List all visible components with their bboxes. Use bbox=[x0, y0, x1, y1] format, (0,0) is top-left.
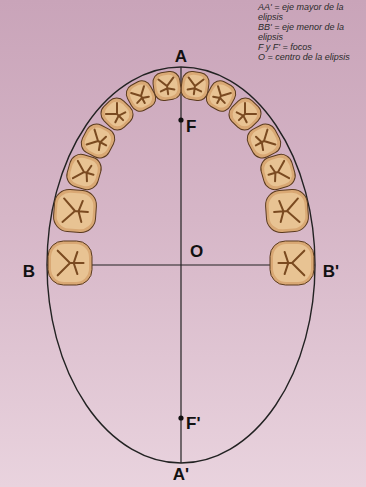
tooth-surface bbox=[82, 124, 115, 157]
tooth bbox=[265, 189, 310, 234]
point-letter: B bbox=[23, 263, 35, 281]
tooth-surface bbox=[229, 98, 261, 130]
tooth-surface bbox=[51, 244, 89, 282]
note-text: F y F' = focos bbox=[258, 42, 364, 52]
tooth-crown bbox=[265, 189, 310, 234]
tooth-groove bbox=[73, 161, 96, 183]
tooth-groove bbox=[58, 251, 84, 276]
tooth-surface bbox=[273, 244, 311, 282]
ellipse-outline bbox=[47, 67, 315, 463]
tooth-surface bbox=[56, 192, 94, 230]
tooth-groove bbox=[252, 130, 275, 153]
point-letter: F' bbox=[186, 415, 200, 433]
tooth bbox=[180, 70, 211, 101]
tooth-surface bbox=[248, 124, 281, 157]
tooth-surface bbox=[207, 82, 235, 111]
tooth-groove bbox=[131, 86, 151, 106]
tooth-surface bbox=[155, 74, 179, 99]
tooth-groove bbox=[106, 103, 129, 126]
notes-block: AA' = eje mayor de la elipsisBB' = eje m… bbox=[258, 2, 364, 62]
tooth-groove bbox=[233, 103, 256, 126]
tooth-groove bbox=[158, 77, 175, 95]
tooth bbox=[64, 152, 104, 193]
focus-dot bbox=[178, 117, 183, 122]
tooth bbox=[152, 70, 183, 101]
note-text: O = centro de la elipsis bbox=[258, 52, 364, 62]
tooth bbox=[48, 241, 92, 285]
tooth-surface bbox=[268, 192, 306, 230]
tooth-crown bbox=[64, 152, 104, 193]
tooth-crown bbox=[152, 70, 183, 101]
tooth-groove bbox=[87, 130, 110, 153]
tooth-crown bbox=[270, 241, 314, 285]
tooth-surface bbox=[262, 155, 294, 188]
tooth-surface bbox=[101, 98, 133, 130]
tooth bbox=[53, 189, 98, 234]
teeth-group bbox=[48, 70, 314, 285]
focus-dot bbox=[178, 415, 183, 420]
tooth-groove bbox=[273, 198, 299, 223]
tooth bbox=[258, 152, 298, 193]
tooth-surface bbox=[183, 74, 207, 99]
point-letter: F bbox=[186, 118, 196, 136]
tooth-groove bbox=[62, 198, 88, 223]
note-text: AA' = eje mayor de la elipsis bbox=[258, 2, 364, 22]
tooth-crown bbox=[48, 241, 92, 285]
tooth bbox=[270, 241, 314, 285]
note-text: BB' = eje menor de la elipsis bbox=[258, 22, 364, 42]
tooth-groove bbox=[186, 77, 203, 95]
point-letter: O bbox=[190, 243, 203, 261]
tooth-groove bbox=[278, 251, 304, 276]
point-letter: B' bbox=[323, 263, 339, 281]
tooth-surface bbox=[68, 155, 100, 188]
tooth-crown bbox=[180, 70, 211, 101]
tooth-groove bbox=[266, 161, 289, 183]
point-letter: A bbox=[175, 48, 187, 66]
tooth-groove bbox=[211, 86, 231, 106]
point-letter: A' bbox=[173, 466, 189, 484]
tooth-surface bbox=[127, 82, 155, 111]
tooth-crown bbox=[53, 189, 98, 234]
tooth-crown bbox=[258, 152, 298, 193]
